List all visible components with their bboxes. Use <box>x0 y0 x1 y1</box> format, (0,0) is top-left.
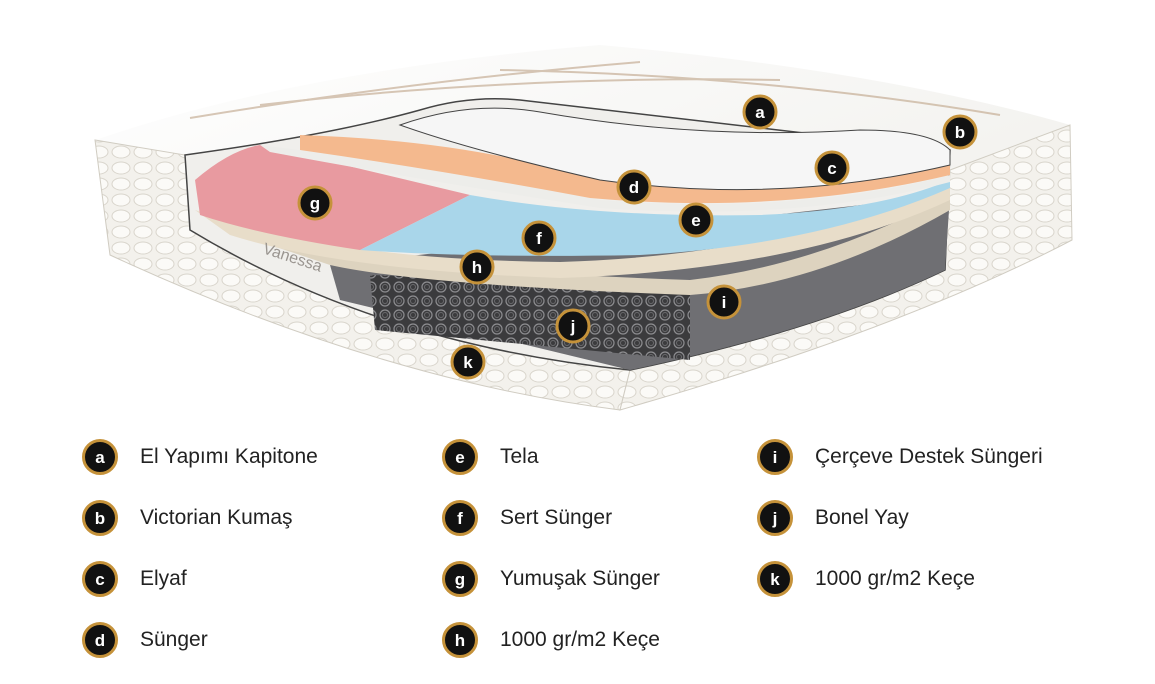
legend-badge-g: g <box>442 561 478 597</box>
legend-label-b: Victorian Kumaş <box>140 506 293 529</box>
svg-text:g: g <box>310 194 320 213</box>
legend-label-j: Bonel Yay <box>815 506 909 529</box>
layer-fiber <box>398 107 951 191</box>
callout-badge-a: a <box>742 94 778 130</box>
legend-badge-a: a <box>82 439 118 475</box>
callout-badge-d: d <box>616 169 652 205</box>
legend-label-i: Çerçeve Destek Süngeri <box>815 445 1043 468</box>
legend-label-k: 1000 gr/m2 Keçe <box>815 567 975 590</box>
legend-item-i: i Çerçeve Destek Süngeri <box>757 439 1043 475</box>
svg-text:i: i <box>722 293 727 312</box>
legend-badge-f: f <box>442 500 478 536</box>
legend-item-c: c Elyaf <box>82 561 187 597</box>
legend-item-k: k 1000 gr/m2 Keçe <box>757 561 975 597</box>
layer-bottom-felt <box>240 195 950 295</box>
legend-item-e: e Tela <box>442 439 539 475</box>
legend-badge-d: d <box>82 622 118 658</box>
legend-badge-c: c <box>82 561 118 597</box>
callout-badge-j: j <box>555 308 591 344</box>
legend-label-h: 1000 gr/m2 Keçe <box>500 628 660 651</box>
legend-item-a: a El Yapımı Kapitone <box>82 439 318 475</box>
svg-text:j: j <box>570 317 576 336</box>
callout-badge-g: g <box>297 185 333 221</box>
legend-label-d: Sünger <box>140 628 208 651</box>
legend-badge-j: j <box>757 500 793 536</box>
top-quilt-stitches <box>189 61 1001 119</box>
legend-label-a: El Yapımı Kapitone <box>140 445 318 468</box>
layer-foam <box>300 135 950 204</box>
legend-label-g: Yumuşak Sünger <box>500 567 660 590</box>
legend-badge-i: i <box>757 439 793 475</box>
callout-badge-e: e <box>678 202 714 238</box>
callout-badge-f: f <box>521 220 557 256</box>
legend-item-d: d Sünger <box>82 622 208 658</box>
svg-text:e: e <box>691 211 700 230</box>
callout-badge-i: i <box>706 284 742 320</box>
legend-badge-k: k <box>757 561 793 597</box>
svg-text:b: b <box>955 123 965 142</box>
svg-text:k: k <box>463 353 473 372</box>
callout-badges: a b c d e f g h i j k <box>297 94 978 380</box>
legend-badge-b: b <box>82 500 118 536</box>
svg-text:c: c <box>827 159 836 178</box>
layer-hard-foam <box>360 180 950 256</box>
layer-springs <box>370 275 690 360</box>
legend-item-g: g Yumuşak Sünger <box>442 561 660 597</box>
legend-item-h: h 1000 gr/m2 Keçe <box>442 622 660 658</box>
layer-felt <box>195 185 950 278</box>
legend-badge-e: e <box>442 439 478 475</box>
legend-label-f: Sert Sünger <box>500 506 613 529</box>
callout-badge-c: c <box>814 150 850 186</box>
svg-text:a: a <box>755 103 765 122</box>
layer-soft-foam <box>195 145 470 250</box>
legend-item-j: j Bonel Yay <box>757 500 909 536</box>
svg-text:f: f <box>536 229 542 248</box>
svg-text:h: h <box>472 258 482 277</box>
callout-badge-h: h <box>459 249 495 285</box>
callout-badge-b: b <box>942 114 978 150</box>
callout-badge-k: k <box>450 344 486 380</box>
legend-label-e: Tela <box>500 445 539 468</box>
legend-badge-h: h <box>442 622 478 658</box>
legend-label-c: Elyaf <box>140 567 187 590</box>
legend-item-b: b Victorian Kumaş <box>82 500 293 536</box>
svg-text:d: d <box>629 178 639 197</box>
legend-item-f: f Sert Sünger <box>442 500 612 536</box>
